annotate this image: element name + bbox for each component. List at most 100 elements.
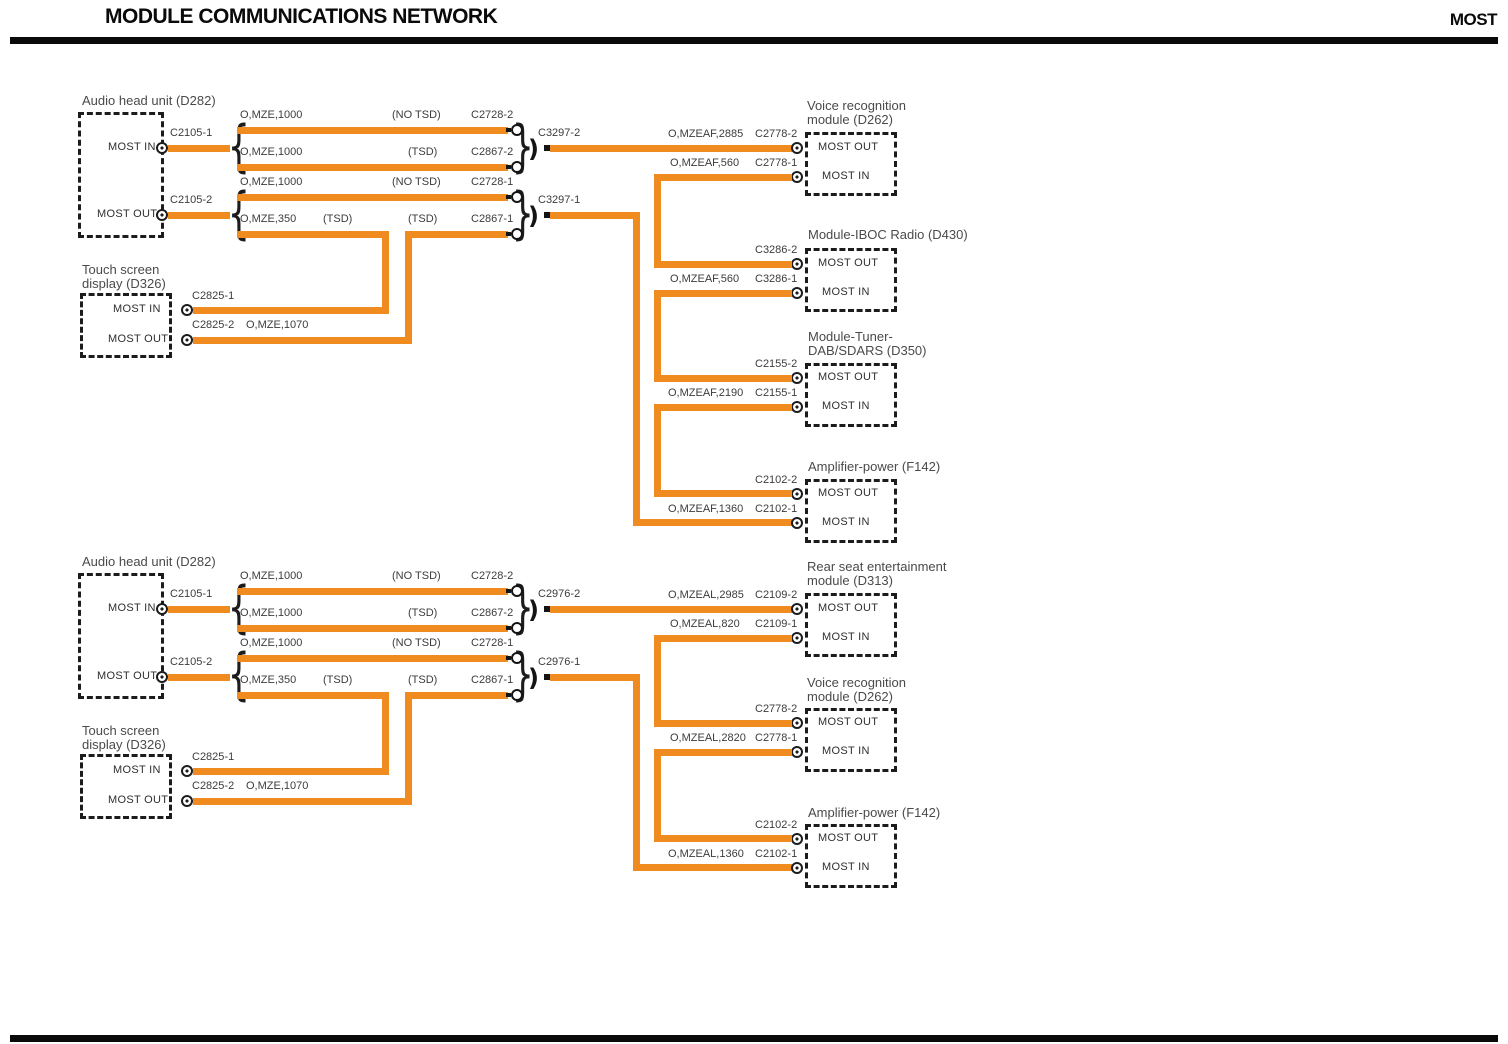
wire-s1-r3 [237,194,508,201]
connector-label-s2-c2105-1: C2105-1 [170,588,213,600]
wire-s2-amp-in [633,864,792,871]
circuit-label-s1-dab-in: O,MZEAF,2190 [668,387,744,399]
module-box-s1-amp [805,479,897,543]
module-box-s2-amp [805,824,897,888]
wire-end-stub [506,626,511,630]
port-label-s2-vr-out: MOST OUT [818,716,879,728]
connector-label-s1-amp-out: C2102-2 [755,474,798,486]
wire-s1-head-out [168,212,230,219]
circuit-label-s2-rse-out: O,MZEAL,2985 [668,589,744,601]
wire-end-stub [506,656,511,660]
label-s2-r2-opt: (TSD) [408,607,438,619]
module-title-s2-vr-2: module (D262) [807,689,893,704]
module-box-s2-touch [80,754,172,819]
connector-icon-s1-vr-in [791,171,803,183]
wire-s1-touch-in [193,307,389,314]
wire-end-circle [511,191,523,203]
wire-end-circle [511,585,523,597]
port-label-s2-rse-out: MOST OUT [818,602,879,614]
module-title-s2-touch-1: Touch screen [82,723,160,738]
module-title-s1-head: Audio head unit (D282) [82,93,216,108]
connector-icon-s1-touch-out [181,334,193,346]
connector-icon-s1-touch-in [181,304,193,316]
header-rule [10,37,1498,44]
connector-label-s2-rse-out: C2109-2 [755,589,798,601]
wire-end-stub [506,589,511,593]
connector-label-s1-c2105-2: C2105-2 [170,194,213,206]
wire-end-stub [506,128,511,132]
wire-s2-touch-in-riser [382,692,389,775]
footer-rule [10,1035,1498,1042]
connector-label-s1-c2825-2: C2825-2 [192,319,235,331]
connector-icon-s1-iboc-out [791,258,803,270]
label-s1-r3-conn: C2728-1 [471,176,514,188]
connector-icon-s1-head-out [156,209,168,221]
wire-s1-splice-bottom-out [550,212,640,219]
connector-label-s2-vr-in: C2778-1 [755,732,798,744]
port-label-s2-touch-in: MOST IN [113,764,161,776]
label-s2-r2-conn: C2867-2 [471,607,514,619]
connector-label-s2-c2105-2: C2105-2 [170,656,213,668]
wire-s1-iboc-in [654,290,792,297]
port-label-s1-amp-in: MOST IN [822,516,870,528]
splice-dot [544,145,550,151]
wire-s1-dab-in [654,404,792,411]
connector-label-s2-amp-out: C2102-2 [755,819,798,831]
module-title-s1-dab-2: DAB/SDARS (D350) [808,343,927,358]
circuit-label-s1-amp-in: O,MZEAF,1360 [668,503,744,515]
module-box-s2-head [78,573,164,699]
port-label-s2-rse-in: MOST IN [822,631,870,643]
wire-s2-ring-long-riser [633,674,640,871]
connector-icon-s2-vr-out [791,717,803,729]
label-s1-r4-opt2: (TSD) [408,213,438,225]
module-title-s1-iboc: Module-IBOC Radio (D430) [808,227,968,242]
connector-icon-s1-dab-out [791,372,803,384]
port-label-s1-vr-in: MOST IN [822,170,870,182]
wire-s1-head-in [168,145,230,152]
port-label-s2-amp-out: MOST OUT [818,832,879,844]
wire-s2-vr-out [654,720,792,727]
connector-icon-s2-rse-out [791,603,803,615]
connector-icon-s2-touch-out [181,795,193,807]
splice-label-s2-top: C2976-2 [538,588,581,600]
label-s2-r4-conn: C2867-1 [471,674,514,686]
port-label-s1-head-in: MOST IN [108,141,156,153]
connector-label-s1-amp-in: C2102-1 [755,503,798,515]
label-s2-r1-circuit: O,MZE,1000 [240,570,303,582]
wire-s2-rse-in [654,635,792,642]
module-title-s1-dab-1: Module-Tuner- [808,329,893,344]
module-title-s1-amp: Amplifier-power (F142) [808,459,941,474]
wire-end-stub [506,232,511,236]
module-title-s2-touch-2: display (D326) [82,737,166,752]
connector-label-s1-iboc-in: C3286-1 [755,273,798,285]
connector-icon-s2-head-in [156,603,168,615]
splice-icon-s1-bottom: ) [528,202,539,230]
wire-s2-splice-bottom-out [550,674,640,681]
wire-s1-touch-in-riser [382,231,389,314]
page-title: MODULE COMMUNICATIONS NETWORK [105,5,498,28]
module-title-s1-vr-1: Voice recognition [807,98,907,113]
module-title-s1-touch-1: Touch screen [82,262,160,277]
module-box-s1-head [78,112,164,238]
wire-s2-riser-rse-vr [654,635,661,727]
wire-s1-splice-top-out [550,145,792,152]
port-label-s2-head-out: MOST OUT [97,670,158,682]
label-s2-r4-circuit: O,MZE,350 [240,674,297,686]
label-s1-r4-conn: C2867-1 [471,213,514,225]
module-title-s2-amp: Amplifier-power (F142) [808,805,941,820]
connector-label-s1-c2825-1: C2825-1 [192,290,235,302]
wire-end-circle [511,652,523,664]
connector-icon-s1-head-in [156,142,168,154]
module-box-s1-vr [805,132,897,196]
wire-s1-r4-right [405,231,508,238]
label-s1-r2-conn: C2867-2 [471,146,514,158]
wire-s1-amp-out [654,490,792,497]
connector-icon-s2-rse-in [791,632,803,644]
splice-label-s1-bottom: C3297-1 [538,194,581,206]
splice-icon-s2-bottom: ) [528,664,539,692]
label-s1-r1-circuit: O,MZE,1000 [240,109,303,121]
label-s2-r3-circuit: O,MZE,1000 [240,637,303,649]
module-title-s2-vr-1: Voice recognition [807,675,907,690]
label-s1-r2-circuit: O,MZE,1000 [240,146,303,158]
